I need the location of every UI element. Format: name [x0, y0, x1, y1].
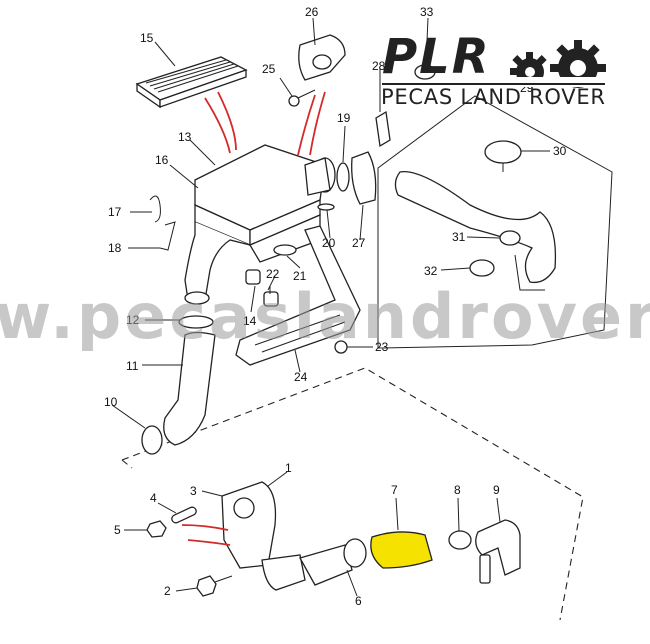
plr-logo: PLR PECAS LAND ROVER [381, 29, 615, 109]
mounting-bracket [235, 225, 361, 366]
sensor-26 [298, 34, 346, 81]
throttle-housing [221, 481, 306, 591]
part-number-label: 19 [337, 111, 351, 125]
mount-22 [245, 269, 279, 307]
air-filter-element [135, 56, 248, 109]
part-number-label: 2 [164, 584, 171, 598]
part-labels: 15 13 16 26 25 19 17 18 20 27 21 22 14 2… [104, 5, 567, 608]
logo-text: PLR [382, 29, 491, 85]
part-number-label: 6 [355, 594, 362, 608]
part-number-label: 9 [493, 483, 500, 497]
clamp-31 [499, 230, 521, 246]
part-number-label: 30 [553, 144, 567, 158]
part-number-label: 28 [372, 59, 386, 73]
part-number-label: 3 [190, 484, 197, 498]
part-number-label: 12 [126, 313, 140, 327]
bolt-2 [196, 575, 233, 597]
part-number-label: 15 [140, 31, 154, 45]
clamp-33 [414, 64, 436, 80]
part-number-label: 32 [424, 264, 438, 278]
clamp-12 [178, 315, 214, 329]
seal-19 [336, 162, 350, 192]
part-number-label: 7 [391, 483, 398, 497]
intake-hose-11 [163, 331, 216, 446]
nut-5 [146, 520, 167, 538]
pin-4 [171, 506, 197, 524]
gear-icon [505, 40, 615, 88]
clip-18 [159, 221, 176, 251]
part-number-label: 13 [178, 130, 192, 144]
hose-6 [299, 538, 367, 586]
watermark-text: w.pecaslandrover.c [0, 280, 650, 353]
fitting-28 [375, 110, 391, 148]
part-number-label: 26 [305, 5, 319, 19]
part-number-label: 17 [108, 205, 122, 219]
part-number-label: 16 [155, 153, 169, 167]
leader-3 [181, 524, 231, 546]
part-number-label: 23 [375, 340, 389, 354]
clip-17 [149, 195, 161, 223]
part-number-label: 1 [285, 461, 292, 475]
part-number-label: 33 [420, 5, 434, 19]
seal-21 [273, 244, 297, 256]
t-piece-9 [475, 519, 521, 584]
part-number-label: 31 [452, 230, 466, 244]
part-number-label: 8 [454, 483, 461, 497]
lower-group-boundary-left [121, 459, 133, 469]
part-number-label: 25 [262, 62, 276, 76]
lower-group-boundary [121, 367, 584, 621]
part-number-label: 21 [293, 269, 307, 283]
part-number-label: 10 [104, 395, 118, 409]
clamp-32 [469, 259, 495, 277]
part-number-label: 27 [352, 236, 366, 250]
part-number-label: 18 [108, 241, 122, 255]
leader-15 [204, 91, 237, 154]
seal-20 [317, 203, 335, 211]
logo-subtitle: PECAS LAND ROVER [381, 85, 605, 109]
breather-hose [394, 170, 557, 284]
part-number-label: 20 [322, 236, 336, 250]
leader-lines [111, 17, 550, 597]
leader-26 [297, 91, 326, 156]
breather-valve-30 [484, 140, 522, 172]
part-number-label: 4 [150, 491, 157, 505]
cover-27 [351, 151, 377, 205]
part-number-label: 22 [266, 267, 280, 281]
clamp-8 [448, 530, 472, 550]
airbox-assembly [184, 144, 336, 305]
part-number-label: 5 [114, 523, 121, 537]
highlighted-hose-7 [370, 531, 433, 569]
part-number-label: 11 [126, 359, 139, 373]
inset-box [377, 95, 613, 349]
part-number-label: 14 [243, 314, 257, 328]
clamp-10 [141, 425, 163, 455]
bolt-25 [288, 89, 316, 107]
part-number-label: 24 [294, 370, 308, 384]
